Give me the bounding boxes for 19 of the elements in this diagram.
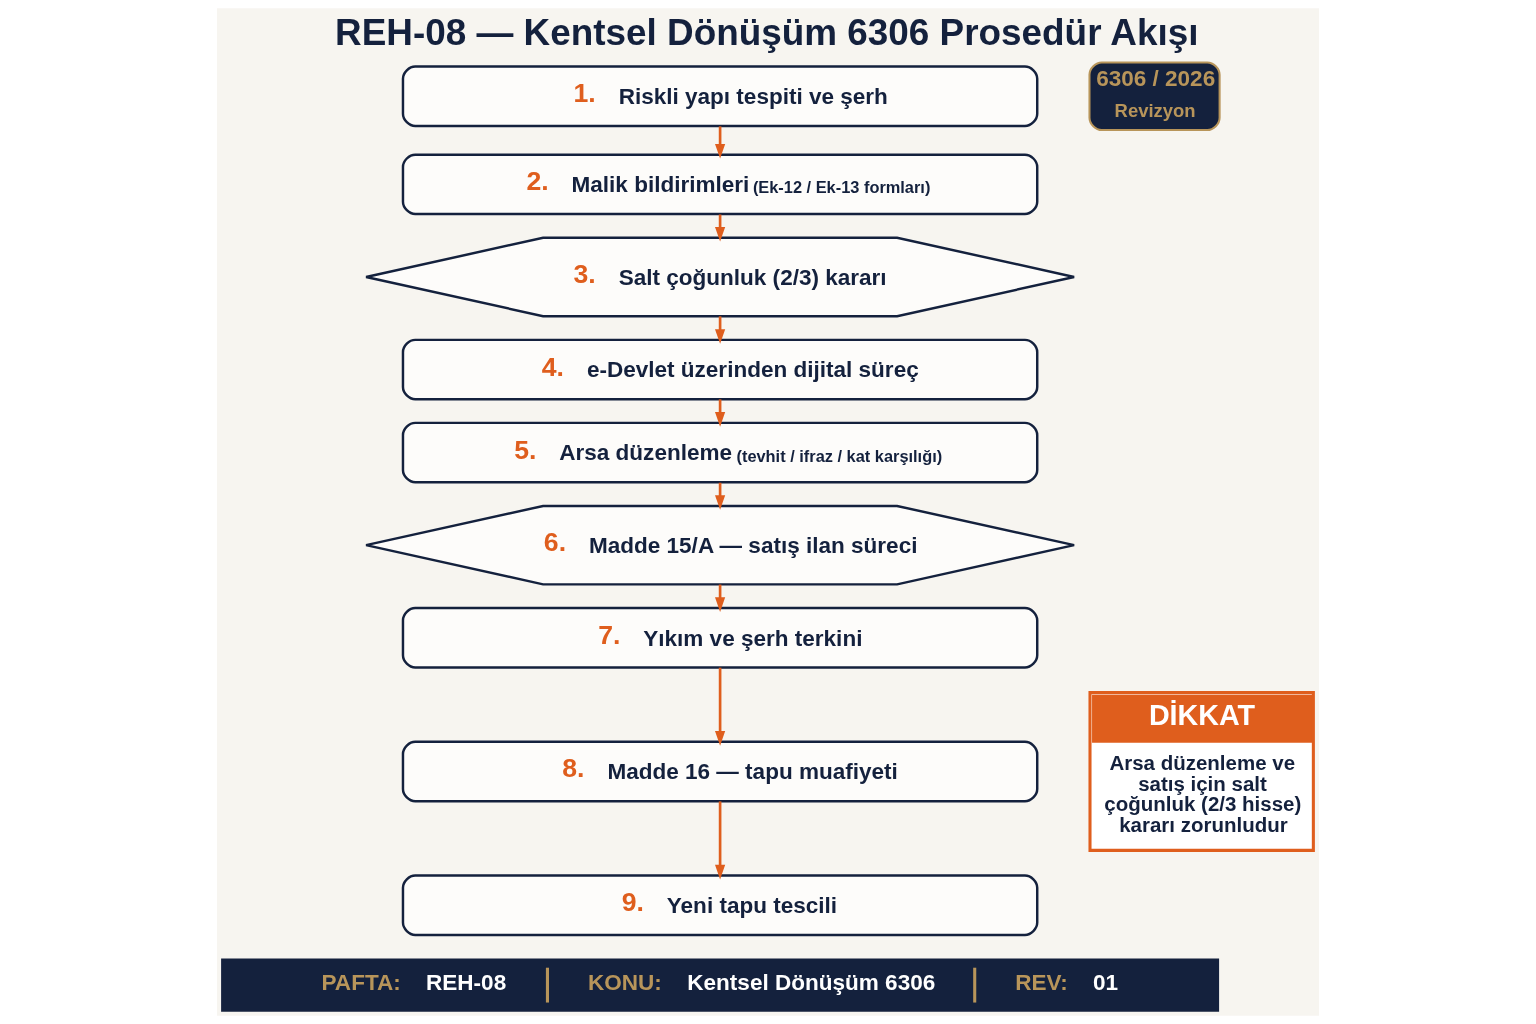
label: KONU:	[587, 969, 662, 995]
node-box: 9. Yeni tapu tescili	[401, 874, 1039, 937]
label: Kentsel Dönüşüm 6306	[687, 969, 936, 995]
node-box: 2. Malik bildirimleri (Ek-12 / Ek-13 formları)	[401, 153, 1039, 216]
label: REH-08	[426, 969, 507, 995]
node-box: 8. Madde 16 — tapu muafiyeti	[401, 740, 1039, 803]
node-box: 7. Yıkım ve şerh terkini	[401, 606, 1039, 669]
node-box: 4. e-Devlet üzerinden dijital süreç	[401, 338, 1039, 401]
arrow	[715, 126, 726, 159]
node-box: 1. Riskli yapı tespiti ve şerh	[401, 65, 1039, 128]
label: Revizyon	[1114, 100, 1196, 122]
label: REV:	[1015, 969, 1068, 995]
arrow	[715, 801, 726, 880]
label: PAFTA:	[321, 969, 401, 995]
arrow	[715, 667, 726, 746]
diagram-title: REH-08 — Kentsel Dönüşüm 6306 Prosedür Akışı	[335, 11, 1199, 53]
label: 6306 / 2026	[1096, 65, 1216, 91]
node-box: 5. Arsa düzenleme (tevhit / ifraz / kat karşılığı)	[401, 421, 1039, 484]
label: 01	[1093, 969, 1119, 995]
